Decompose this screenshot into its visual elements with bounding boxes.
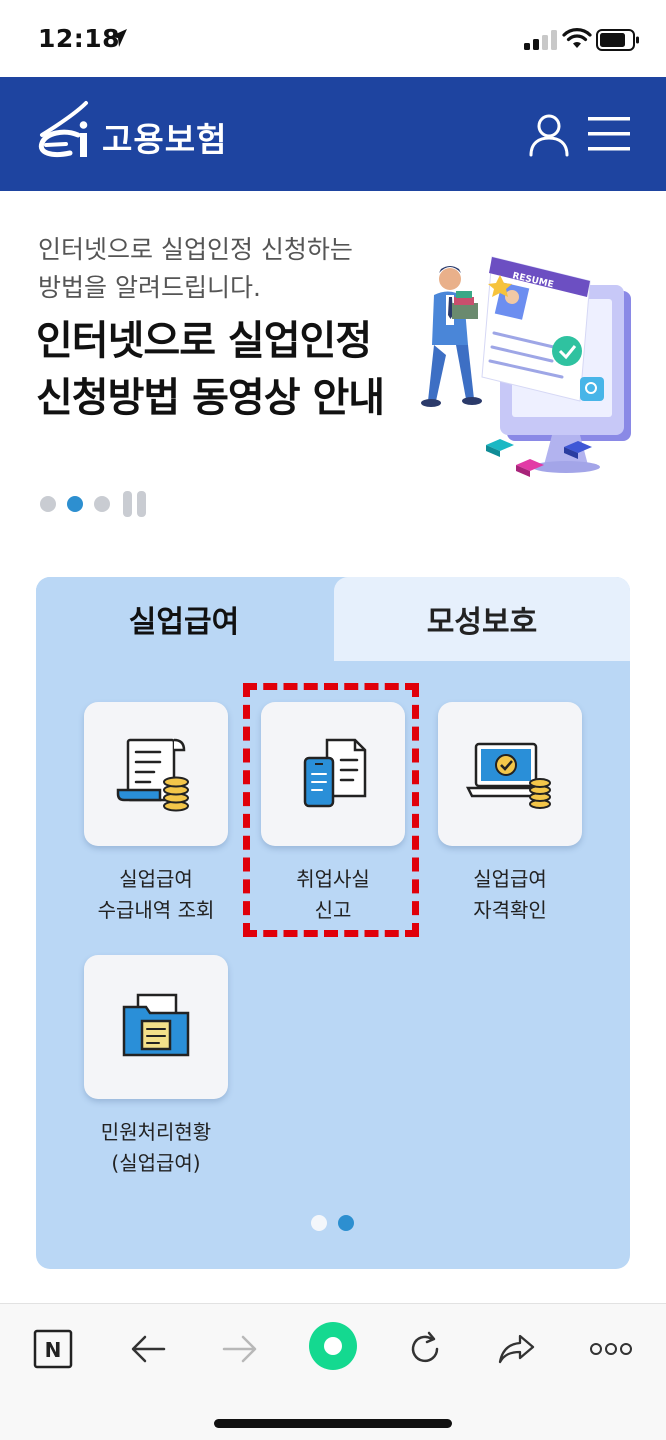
refresh-button[interactable]: [400, 1324, 450, 1374]
phone-document-icon: [303, 738, 367, 808]
user-icon[interactable]: [528, 113, 570, 157]
service-label: 취업사실 신고: [296, 867, 370, 922]
green-dot-button[interactable]: [303, 1316, 363, 1376]
refresh-icon: [411, 1331, 439, 1363]
banner-dot-2[interactable]: [67, 496, 83, 512]
battery-icon: [596, 29, 639, 51]
banner-subtitle: 인터넷으로 실업인정 신청하는 방법을 알려드립니다.: [38, 235, 353, 302]
service-panel: 실업급여 모성보호: [36, 577, 630, 1269]
naver-home-button[interactable]: N: [28, 1324, 78, 1374]
service-tile[interactable]: [438, 702, 582, 846]
tab-maternity-protection[interactable]: 모성보호: [334, 577, 630, 661]
banner-dot-3[interactable]: [94, 496, 110, 512]
status-time: 12:18: [38, 24, 121, 53]
service-label: 실업급여 자격확인: [473, 867, 547, 922]
service-tile[interactable]: [84, 702, 228, 846]
service-employment-report[interactable]: 취업사실 신고: [261, 702, 405, 926]
more-button[interactable]: [586, 1324, 636, 1374]
browser-toolbar: N: [0, 1303, 666, 1440]
app-header: 고용보험: [0, 77, 666, 191]
svg-text:N: N: [45, 1338, 62, 1362]
folder-document-icon: [122, 993, 190, 1057]
service-petition-status[interactable]: 민원처리현황 (실업급여): [84, 955, 228, 1179]
green-circle-icon: [309, 1322, 357, 1370]
laptop-check-coins-icon: [465, 742, 551, 809]
arrow-right-icon: [222, 1335, 257, 1363]
more-dots-icon: [590, 1343, 632, 1355]
location-arrow-icon: [109, 29, 127, 47]
service-benefit-history[interactable]: 실업급여 수급내역 조회: [84, 702, 228, 926]
naver-n-icon: N: [33, 1329, 73, 1369]
banner-title: 인터넷으로 실업인정 신청방법 동영상 안내: [36, 318, 385, 421]
panel-pagination: [311, 1215, 365, 1231]
panel-dot-2[interactable]: [338, 1215, 354, 1231]
arrow-left-icon: [131, 1335, 166, 1363]
scroll-coins-icon: [116, 738, 189, 812]
share-button[interactable]: [492, 1324, 542, 1374]
cellular-signal-icon: [524, 30, 557, 50]
tab-unemployment-benefit[interactable]: 실업급여: [36, 577, 332, 661]
panel-dot-1[interactable]: [311, 1215, 327, 1231]
service-label: 민원처리현황 (실업급여): [100, 1120, 212, 1175]
promo-banner[interactable]: 인터넷으로 실업인정 신청하는 방법을 알려드립니다. 인터넷으로 실업인정 신…: [0, 191, 666, 551]
home-indicator[interactable]: [214, 1419, 452, 1428]
forward-button[interactable]: [215, 1324, 265, 1374]
hamburger-menu-icon[interactable]: [588, 117, 630, 151]
wifi-icon: [562, 28, 592, 48]
service-tile[interactable]: [261, 702, 405, 846]
service-tile[interactable]: [84, 955, 228, 1099]
ei-logo-icon: [38, 101, 88, 158]
pause-icon[interactable]: [123, 491, 151, 517]
resume-monitor-illustration: RESUME: [421, 256, 631, 477]
status-bar: 12:18: [0, 0, 666, 77]
brand-logo[interactable]: 고용보험: [36, 99, 236, 169]
share-icon: [498, 1334, 535, 1364]
brand-name: 고용보험: [102, 120, 228, 159]
service-label: 실업급여 수급내역 조회: [97, 867, 215, 922]
service-eligibility-check[interactable]: 실업급여 자격확인: [438, 702, 582, 926]
banner-pagination: [40, 491, 151, 517]
banner-dot-1[interactable]: [40, 496, 56, 512]
back-button[interactable]: [123, 1324, 173, 1374]
